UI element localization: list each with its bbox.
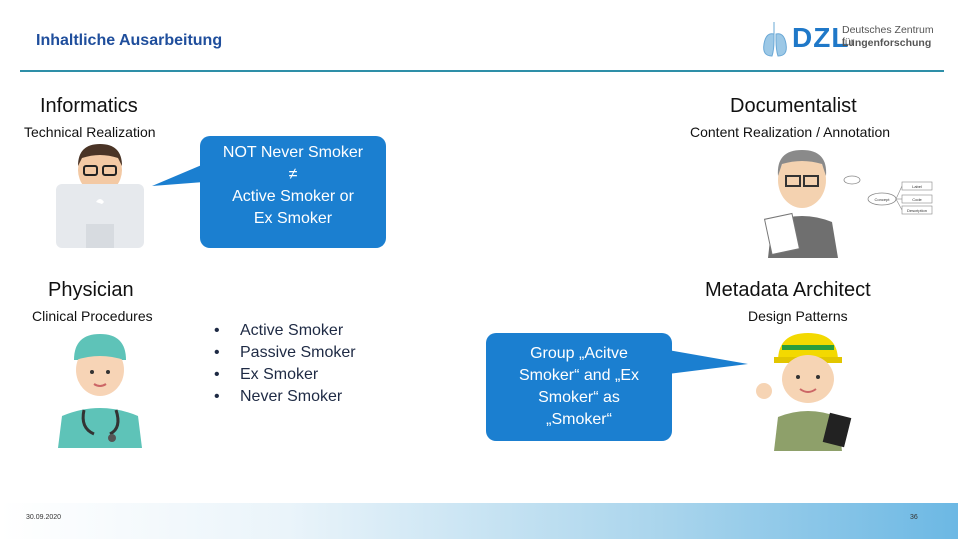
physician-subtitle: Clinical Procedures — [32, 308, 153, 324]
architect-title: Metadata Architect — [705, 279, 871, 302]
bubble-tail — [152, 160, 204, 192]
bubble-line: Active Smoker or — [204, 186, 382, 208]
physician-title: Physician — [48, 279, 134, 302]
documentalist-title: Documentalist — [730, 95, 857, 118]
footer-date: 30.09.2020 — [26, 514, 61, 521]
physician-person-icon — [54, 330, 146, 448]
informatics-person-icon — [52, 138, 148, 250]
architect-person-icon — [756, 325, 860, 451]
logo-line2: Lungenforschung — [842, 37, 931, 49]
list-item: Passive Smoker — [214, 342, 356, 364]
informatics-title: Informatics — [40, 95, 138, 118]
list-item: Never Smoker — [214, 386, 356, 408]
footer-band — [0, 503, 958, 539]
bubble-line: Ex Smoker — [204, 208, 382, 230]
smoker-category-list: Active Smoker Passive Smoker Ex Smoker N… — [214, 320, 356, 408]
dzl-logo: DZL Deutsches Zentrum für Lungenforschun… — [758, 18, 938, 62]
documentalist-subtitle: Content Realization / Annotation — [690, 124, 890, 140]
list-item: Active Smoker — [214, 320, 356, 342]
slide-title: Inhaltliche Ausarbeitung — [36, 32, 222, 50]
header-divider — [20, 70, 944, 72]
lung-logo-icon — [760, 20, 790, 60]
bubble-line: „Smoker“ — [490, 409, 668, 431]
ontology-diagram: Concept Label Code Description — [842, 170, 936, 216]
bubble-line: Smoker“ and „Ex — [490, 365, 668, 387]
diagram-node-main: Concept — [875, 197, 891, 202]
documentalist-person-icon — [758, 140, 844, 258]
page-number: 36 — [910, 514, 918, 521]
bubble-line: NOT Never Smoker — [204, 142, 382, 164]
diagram-node-3: Description — [907, 208, 927, 213]
bubble-tail — [668, 346, 748, 382]
diagram-node-1: Label — [912, 184, 922, 189]
informatics-speech-bubble: NOT Never Smoker ≠ Active Smoker or Ex S… — [200, 136, 386, 248]
architect-subtitle: Design Patterns — [748, 308, 848, 324]
diagram-node-2: Code — [912, 197, 922, 202]
logo-mark: DZL — [792, 22, 849, 54]
architect-speech-bubble: Group „Acitve Smoker“ and „Ex Smoker“ as… — [486, 333, 672, 441]
bubble-line: Group „Acitve — [490, 343, 668, 365]
list-item: Ex Smoker — [214, 364, 356, 386]
bubble-line: Smoker“ as — [490, 387, 668, 409]
bubble-line: ≠ — [204, 164, 382, 186]
